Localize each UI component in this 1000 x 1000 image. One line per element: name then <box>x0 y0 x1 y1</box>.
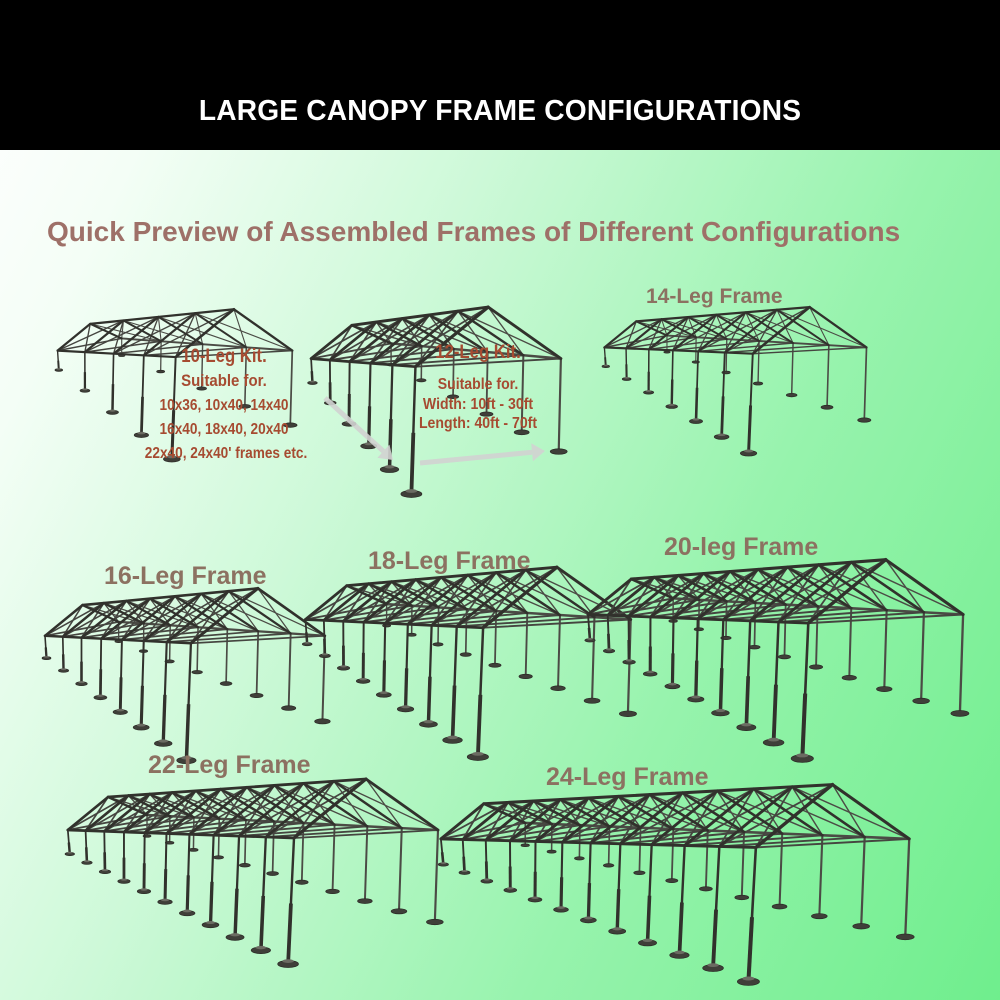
kit-title: 10-Leg Kit. <box>181 346 267 367</box>
kit-info-line: 10x36, 10x40, 14x40 <box>159 397 289 414</box>
kit-info-line: 22x40, 24x40' frames etc. <box>144 445 308 462</box>
width-arrow <box>419 443 545 466</box>
canopy-frame-drawing <box>307 305 568 498</box>
canopy-frame-drawing <box>301 565 637 761</box>
canopy-frame-drawing <box>54 307 298 463</box>
length-arrow <box>323 396 393 460</box>
kit-subtitle: Suitable for. <box>437 376 519 393</box>
frame-label: 22-Leg Frame <box>148 751 311 779</box>
frame-illustration-frame-20 <box>576 550 976 765</box>
frame-illustration-frame-22 <box>56 770 450 970</box>
kit-title: 12-Leg Kit. <box>435 342 521 363</box>
frame-illustration-kit-10: 10-Leg Kit. Suitable for. 10x36, 10x40, 14… <box>50 302 308 466</box>
frame-illustration-frame-24 <box>426 775 922 988</box>
kit-info-line: Width: 10ft - 30ft <box>422 396 534 413</box>
frame-illustration-frame-18 <box>295 558 643 763</box>
frame-label: 16-Leg Frame <box>104 562 267 590</box>
frame-label: 14-Leg Frame <box>646 285 783 308</box>
kit-info-line: Length: 40ft - 70ft <box>418 415 538 432</box>
frame-illustration-frame-16 <box>36 580 336 766</box>
canopy-frame-drawing <box>601 305 872 457</box>
canopy-frame-drawing <box>437 782 915 986</box>
frame-illustration-frame-14 <box>596 300 876 458</box>
kit-info-overlay: 10-Leg Kit. Suitable for. 10x36, 10x40, 14… <box>144 346 308 466</box>
canopy-frame-drawing <box>41 586 331 765</box>
frame-label: 20-leg Frame <box>664 533 819 561</box>
frame-label: 18-Leg Frame <box>368 547 531 575</box>
kit-subtitle: Suitable for. <box>181 371 267 390</box>
frame-illustration-kit-12: 12-Leg Kit. Suitable for. Width: 10ft - 30… <box>303 298 573 500</box>
canopy-frame-drawing <box>64 777 444 968</box>
kit-info-overlay: 12-Leg Kit. Suitable for. Width: 10ft - 30… <box>408 342 549 433</box>
kit-info-line: 16x40, 18x40, 20x40 <box>159 421 289 438</box>
section-heading: Quick Preview of Assembled Frames of Dif… <box>47 216 901 247</box>
frame-label: 24-Leg Frame <box>546 763 709 791</box>
page-header: LARGE CANOPY FRAME CONFIGURATIONS <box>0 0 1000 150</box>
page-title: LARGE CANOPY FRAME CONFIGURATIONS <box>198 95 802 127</box>
canopy-frame-drawing <box>584 557 970 763</box>
